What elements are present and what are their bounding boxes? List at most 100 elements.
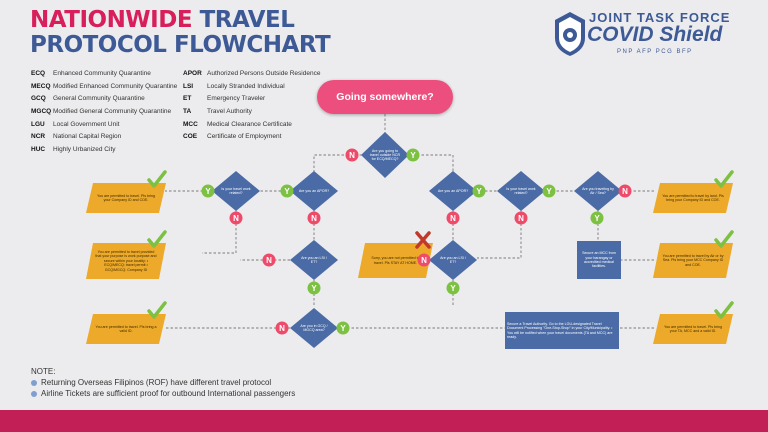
decision-diamond <box>212 171 260 211</box>
yes-badge <box>280 184 294 198</box>
no-badge <box>417 253 431 267</box>
no-label: N <box>233 214 239 223</box>
no-badge <box>345 148 359 162</box>
decision-text: Are you going to travel outside NCR for … <box>369 148 401 162</box>
no-badge <box>446 211 460 225</box>
output-box <box>653 243 733 278</box>
legend-abbr: MCC <box>183 120 198 128</box>
shield-icon <box>555 12 585 56</box>
output-text: You are permitted to travel provided tha… <box>95 249 157 272</box>
legend-text: Enhanced Community Quarantine <box>53 70 151 77</box>
process-box <box>577 241 621 279</box>
title-blue-word: TRAVEL <box>199 7 295 33</box>
check-icon <box>714 230 734 248</box>
decision-text: Are you an APOR? <box>437 188 469 193</box>
decision-label-box: Is your travel work related? <box>221 187 250 195</box>
legend-text: Local Government Unit <box>53 120 120 128</box>
check-icon <box>714 301 734 319</box>
process-text: Secure an MCC from your barangay or accr… <box>582 251 616 269</box>
decision-diamond <box>574 171 622 211</box>
yes-label: Y <box>340 324 346 333</box>
output-box <box>86 183 166 213</box>
output-label-box: Sorry, you are not permitted to travel. … <box>371 256 420 265</box>
yes-label: Y <box>410 151 416 160</box>
yes-label: Y <box>205 187 211 196</box>
decision-diamond <box>429 240 477 280</box>
legend-item: MCC Medical Clearance Certificate <box>183 121 320 134</box>
logo-line-2: COVID Shield <box>587 23 723 46</box>
decision-diamond <box>429 171 477 211</box>
notes-title: NOTE: <box>31 367 56 376</box>
cross-icon <box>415 231 431 249</box>
footer-bar <box>0 410 768 432</box>
decision-diamond <box>290 240 338 280</box>
process-box <box>505 312 619 349</box>
legend-item: TA Travel Authority <box>183 108 320 121</box>
legend-abbr: TA <box>183 108 192 116</box>
legend-abbr: ET <box>183 95 192 103</box>
decision-diamond <box>361 132 409 178</box>
bullet-icon <box>31 379 37 386</box>
note-item: Airline Tickets are sufficient proof for… <box>31 389 295 398</box>
legend-abbr: NCR <box>31 133 46 141</box>
legend-item: ET Emergency Traveler <box>183 95 320 108</box>
decision-text: Are you an LSI / ET? <box>440 255 466 264</box>
yes-label: Y <box>284 187 290 196</box>
decision-text: Are you an APOR? <box>298 188 330 193</box>
yes-label: Y <box>450 284 456 293</box>
decision-label-box: Are you in GCQ / MGCQ area? <box>300 324 327 332</box>
legend-text: Certificate of Employment <box>207 133 282 141</box>
note-text: Airline Tickets are sufficient proof for… <box>41 389 296 398</box>
yes-label: Y <box>546 187 552 196</box>
note-text: Returning Overseas Filipinos (ROF) have … <box>41 378 272 387</box>
output-text: You are permitted to travel. Pls bring y… <box>97 193 155 202</box>
yes-badge <box>472 184 486 198</box>
legend-text: National Capital Region <box>53 133 122 141</box>
no-label: N <box>421 256 427 265</box>
no-label: N <box>349 151 355 160</box>
output-text: You are permitted to travel. Pls bring a… <box>95 324 157 333</box>
no-label: N <box>450 214 456 223</box>
output-text: You are permitted to travel by land. Pls… <box>662 193 724 202</box>
output-box <box>358 243 433 278</box>
check-icon <box>147 170 167 188</box>
legend-text: Emergency Traveler <box>207 95 266 103</box>
legend-abbr: LSI <box>183 82 194 90</box>
legend-text: Travel Authority <box>207 108 252 116</box>
output-label-box: You are permitted to travel. Pls bring y… <box>97 193 155 202</box>
logo-line-1: JOINT TASK FORCE <box>589 10 731 25</box>
output-label-box: You are permitted to travel provided tha… <box>95 249 157 272</box>
legend-text: Highly Urbanized City <box>53 146 116 154</box>
process-text: Secure a Travel Authority. Go to the LGU… <box>507 321 613 339</box>
yes-badge <box>201 184 215 198</box>
yes-badge <box>446 281 460 295</box>
legend-abbr: MGCQ <box>31 108 52 116</box>
decision-diamond <box>290 308 338 348</box>
yes-badge <box>307 281 321 295</box>
legend-text: General Community Quarantine <box>53 95 145 103</box>
legend-text: Medical Clearance Certificate <box>207 120 292 128</box>
yes-label: Y <box>476 187 482 196</box>
title-red-word: NATIONWIDE <box>30 7 193 33</box>
check-icon <box>714 170 734 188</box>
check-icon <box>147 230 167 248</box>
no-label: N <box>622 187 628 196</box>
decision-label-box: Are you an APOR? <box>298 188 330 193</box>
output-label-box: You are permitted to travel by land. Pls… <box>662 193 724 202</box>
yes-badge <box>336 321 350 335</box>
legend-text: Modified General Community Quarantine <box>53 108 172 116</box>
page-title: NATIONWIDE TRAVEL PROTOCOL FLOWCHART <box>30 7 331 58</box>
no-badge <box>229 211 243 225</box>
output-text: Sorry, you are not permitted to travel. … <box>371 256 420 265</box>
legend-abbr: GCQ <box>31 95 46 103</box>
decision-label-box: Are you an LSI / ET? <box>440 255 466 264</box>
